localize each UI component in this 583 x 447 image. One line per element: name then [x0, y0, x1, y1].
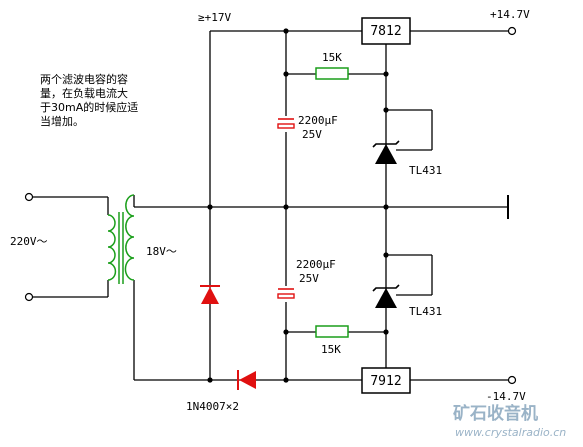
- capacitor-top-voltage: 25V: [302, 128, 322, 141]
- diode-vertical: [200, 285, 220, 304]
- junction-dots: [207, 28, 389, 383]
- positive-output-terminal: [507, 26, 517, 36]
- regulator-7912: 7912: [361, 367, 411, 394]
- resistor-bottom: [315, 325, 349, 338]
- note-line-2: 量，在负载电流大: [40, 86, 128, 100]
- watermark: 矿石收音机 www.crystalradio.cn: [453, 403, 566, 439]
- capacitor-bottom-voltage: 25V: [299, 272, 319, 285]
- watermark-url: www.crystalradio.cn: [455, 426, 566, 439]
- tl431-bottom: [372, 284, 400, 308]
- resistor-top-label: 15K: [322, 51, 342, 64]
- note-line-3: 于30mA的时候应适: [40, 100, 138, 114]
- negative-output-terminal: [507, 375, 517, 385]
- watermark-title: 矿石收音机: [453, 403, 538, 424]
- regulator-7812: 7812: [361, 17, 411, 45]
- diodes-label: 1N4007×2: [186, 400, 239, 413]
- unregulated-voltage-label: ≥+17V: [198, 11, 231, 24]
- ac-input-terminal-top: [24, 192, 34, 202]
- regulator-7912-label: 7912: [370, 374, 401, 389]
- secondary-voltage-label: 18V～: [146, 245, 177, 258]
- resistor-top: [315, 67, 349, 80]
- capacitor-bottom-value: 2200μF: [296, 258, 336, 271]
- regulator-7812-label: 7812: [370, 24, 401, 39]
- tl431-top-label: TL431: [409, 164, 442, 177]
- tl431-bottom-label: TL431: [409, 305, 442, 318]
- positive-output-label: +14.7V: [490, 8, 530, 21]
- transformer: [107, 194, 135, 284]
- diode-horizontal: [237, 370, 256, 390]
- tl431-top: [372, 140, 400, 164]
- note-line-4: 当增加。: [40, 114, 84, 128]
- capacitor-top: [277, 116, 295, 132]
- negative-output-label: -14.7V: [486, 390, 526, 403]
- note-line-1: 两个滤波电容的容: [40, 72, 128, 86]
- terminals: [24, 26, 517, 385]
- capacitor-note: 两个滤波电容的容 量，在负载电流大 于30mA的时候应适 当增加。: [40, 72, 138, 128]
- input-voltage-label: 220V～: [10, 235, 48, 248]
- capacitor-bottom: [277, 286, 295, 302]
- capacitor-top-value: 2200μF: [298, 114, 338, 127]
- ac-input-terminal-bottom: [24, 292, 34, 302]
- resistor-bottom-label: 15K: [321, 343, 341, 356]
